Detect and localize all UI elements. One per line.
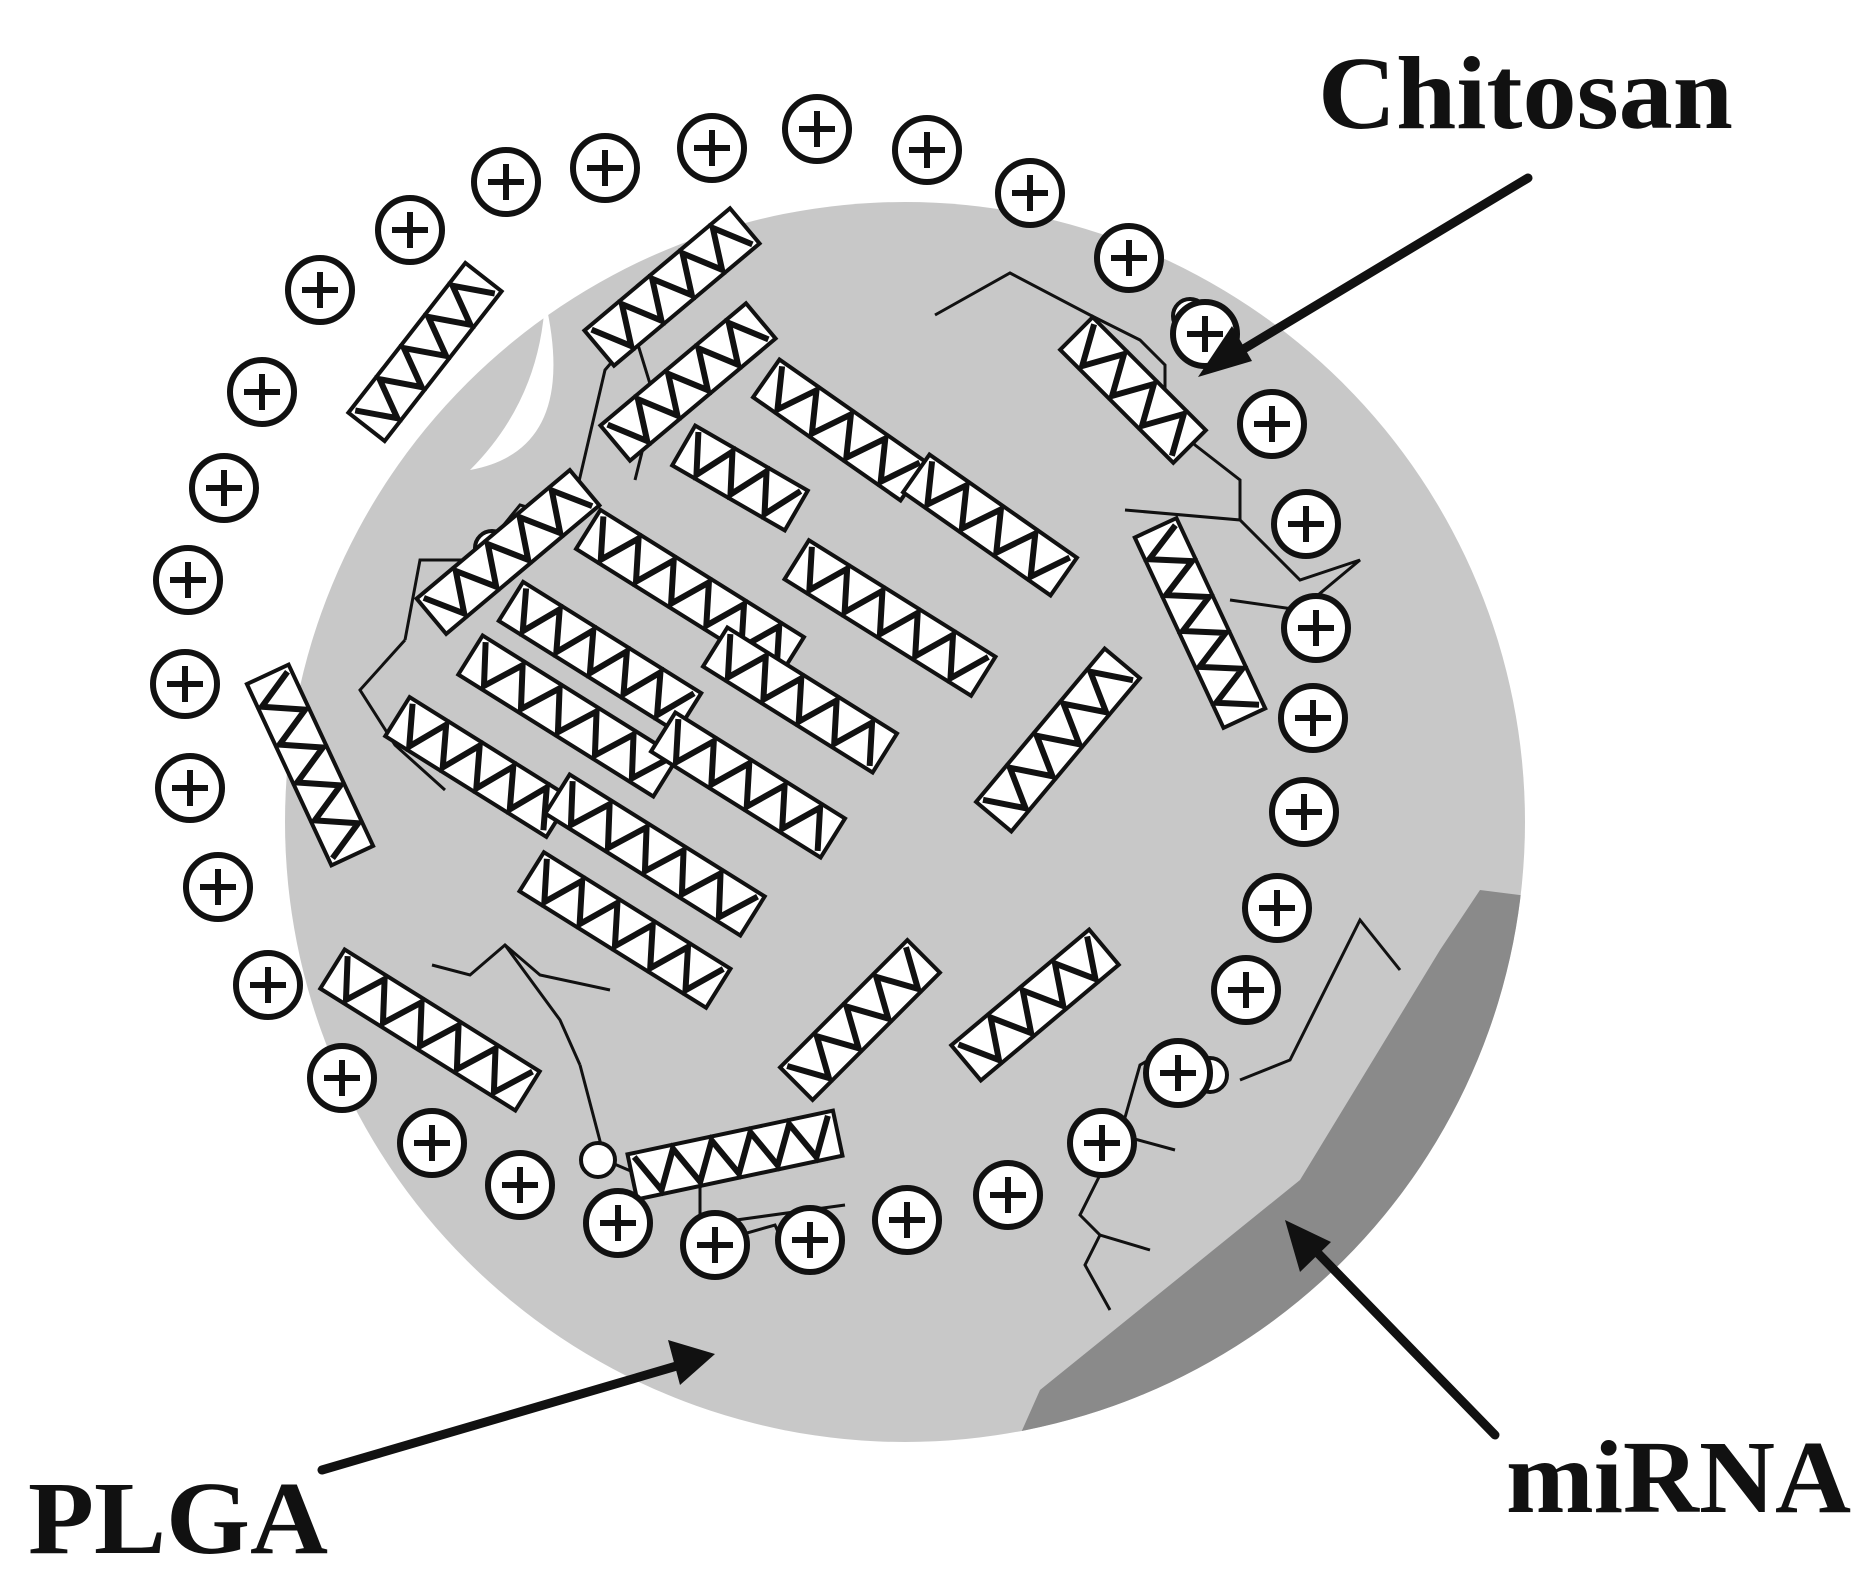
plus-circle-icon bbox=[1278, 683, 1348, 753]
plus-circle-icon bbox=[150, 649, 220, 719]
plga-chain bbox=[1239, 917, 1402, 1082]
plga-chain bbox=[1083, 1234, 1112, 1311]
plga-chain bbox=[358, 638, 447, 792]
plus-circle-icon bbox=[285, 255, 355, 325]
double-helix-icon bbox=[345, 260, 505, 444]
chitosan-surface-charges bbox=[150, 94, 1351, 1280]
mirna-helices bbox=[244, 205, 1268, 1202]
double-helix-icon bbox=[516, 849, 734, 1011]
double-helix-icon bbox=[542, 771, 768, 939]
double-helix-icon bbox=[777, 937, 943, 1103]
plus-circle-icon bbox=[995, 158, 1065, 228]
double-helix-icon bbox=[581, 205, 763, 369]
double-helix-icon bbox=[1057, 314, 1209, 466]
double-helix-icon bbox=[625, 1108, 845, 1202]
plus-circle-icon bbox=[1237, 389, 1307, 459]
plus-circle-icon bbox=[183, 852, 253, 922]
double-helix-icon bbox=[496, 579, 704, 735]
chitosan-arrow bbox=[1198, 173, 1533, 377]
plus-circle-icon bbox=[485, 1150, 555, 1220]
plus-circle-icon bbox=[1269, 777, 1339, 847]
plga-chain bbox=[934, 271, 1167, 405]
double-helix-icon bbox=[317, 946, 543, 1114]
plus-circle-icon bbox=[233, 950, 303, 1020]
double-helix-icon bbox=[973, 645, 1143, 835]
plga-arrow bbox=[317, 1340, 715, 1475]
plus-circle-icon bbox=[570, 133, 640, 203]
plga-particle-core bbox=[285, 202, 1525, 1442]
mirna-arrow bbox=[1285, 1220, 1500, 1440]
plga-label: PLGA bbox=[28, 1461, 328, 1576]
double-helix-icon bbox=[700, 624, 900, 776]
mirna-label: miRNA bbox=[1506, 1420, 1851, 1535]
plus-circle-icon bbox=[892, 115, 962, 185]
double-helix-icon bbox=[669, 422, 811, 534]
plus-circle-icon bbox=[1067, 1108, 1137, 1178]
plus-circle-icon bbox=[397, 1108, 467, 1178]
plga-chain bbox=[503, 944, 582, 1066]
plus-circle-icon bbox=[155, 753, 225, 823]
double-helix-icon bbox=[244, 661, 376, 869]
double-helix-icon bbox=[413, 467, 603, 637]
double-helix-icon bbox=[781, 537, 999, 699]
plus-circle-icon bbox=[583, 1188, 653, 1258]
plus-circle-icon bbox=[153, 545, 223, 615]
plus-circle-icon bbox=[775, 1205, 845, 1275]
oxygen-circle bbox=[579, 1141, 617, 1179]
plus-circle-icon bbox=[1281, 593, 1351, 663]
plus-circle-icon bbox=[1271, 489, 1341, 559]
double-helix-icon bbox=[900, 451, 1080, 599]
plus-circle-icon bbox=[1211, 955, 1281, 1025]
plus-circle-icon bbox=[677, 113, 747, 183]
plus-circle-icon bbox=[375, 195, 445, 265]
plus-circle-icon bbox=[189, 453, 259, 523]
double-helix-icon bbox=[1132, 515, 1268, 731]
plus-circle-icon bbox=[1143, 1038, 1213, 1108]
plus-circle-icon bbox=[1094, 223, 1164, 293]
double-helix-icon bbox=[648, 709, 848, 861]
plus-circle-icon bbox=[1242, 873, 1312, 943]
plus-circle-icon bbox=[307, 1043, 377, 1113]
double-helix-icon bbox=[382, 694, 574, 840]
plus-circle-icon bbox=[973, 1160, 1043, 1230]
nanoparticle bbox=[285, 202, 1525, 1442]
plus-circle-icon bbox=[680, 1210, 750, 1280]
plus-circle-icon bbox=[471, 147, 541, 217]
double-helix-icon bbox=[948, 926, 1122, 1084]
plus-circle-icon bbox=[782, 94, 852, 164]
chitosan-label: Chitosan bbox=[1318, 36, 1733, 151]
double-helix-icon bbox=[597, 300, 779, 464]
particle-notch bbox=[470, 300, 554, 470]
plus-circle-icon bbox=[227, 357, 297, 427]
plus-circle-icon bbox=[872, 1185, 942, 1255]
double-helix-icon bbox=[455, 632, 681, 800]
